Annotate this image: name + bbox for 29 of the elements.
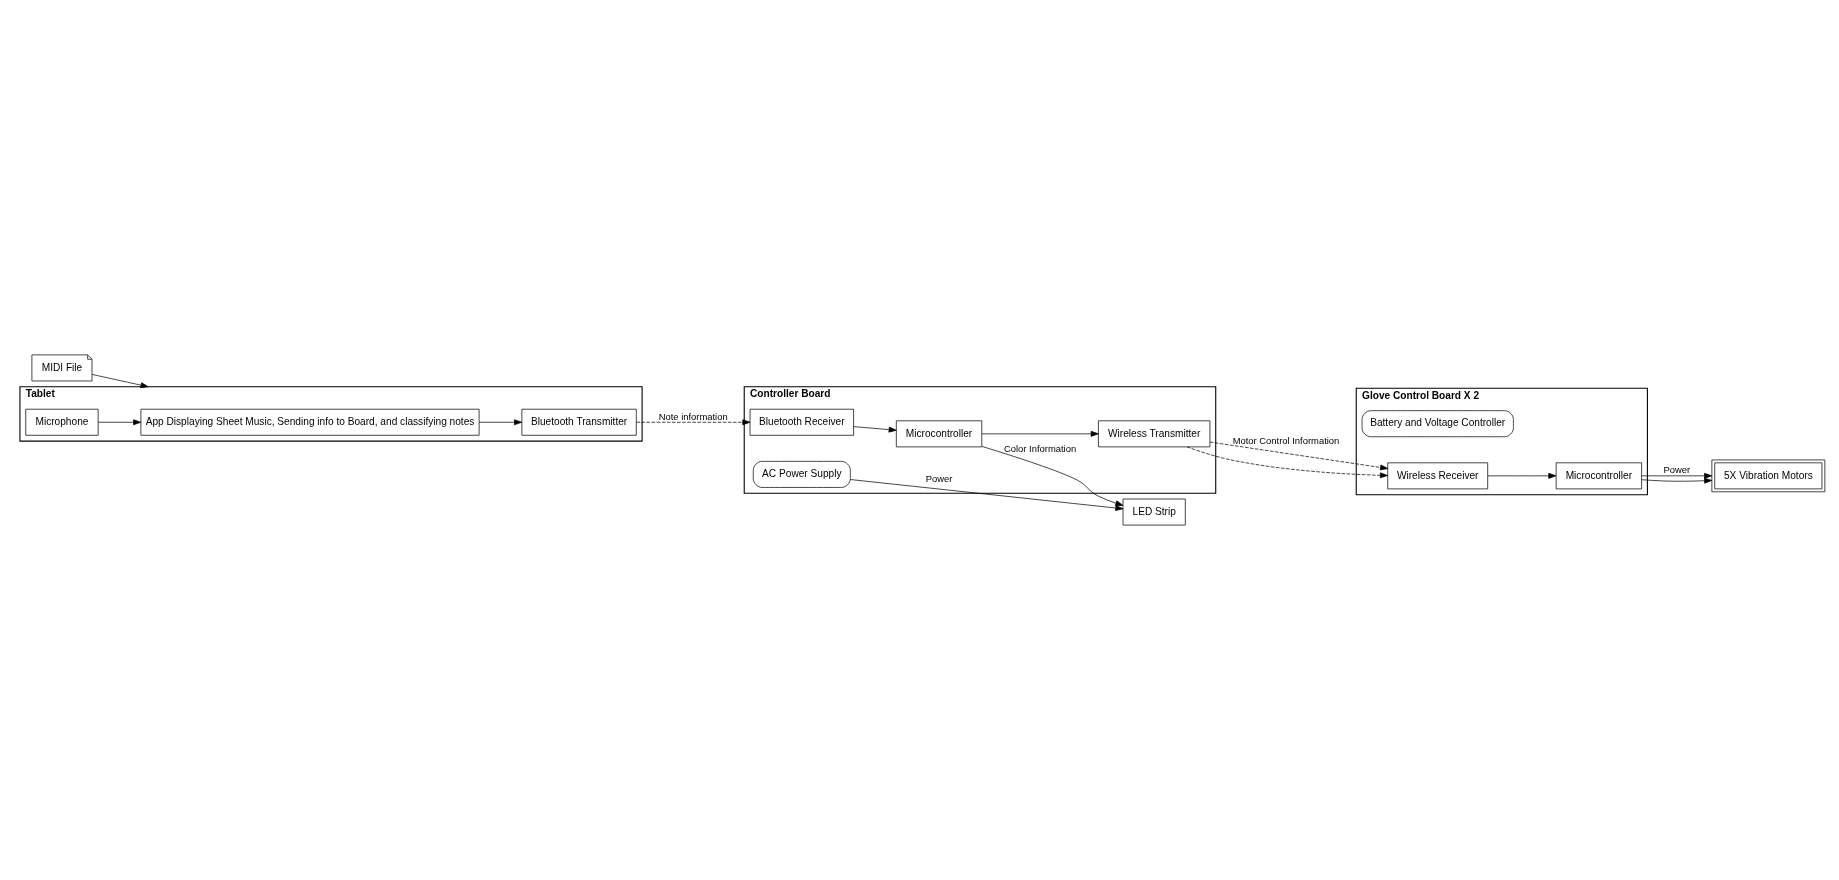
node-box: Bluetooth Receiver xyxy=(749,408,854,436)
arrow xyxy=(1487,472,1557,479)
node-box: Bluetooth Transmitter xyxy=(521,408,637,436)
arrow xyxy=(91,374,149,389)
node-box: LED Strip xyxy=(1122,498,1186,526)
arrow xyxy=(853,426,897,433)
arrow xyxy=(1641,477,1713,484)
arrow xyxy=(850,479,1124,511)
node-box: App Displaying Sheet Music, Sending info to Board, and classifying notes xyxy=(140,408,480,436)
arrow xyxy=(97,419,142,426)
arrow xyxy=(636,419,751,426)
node-box: AC Power Supply xyxy=(752,461,851,488)
edge-label: Note information xyxy=(658,410,728,422)
arrow xyxy=(1186,446,1388,479)
edge-label: Color Information xyxy=(1004,442,1077,454)
arrow xyxy=(1641,472,1713,479)
node-box: Wireless Receiver xyxy=(1387,462,1489,490)
arrow xyxy=(1209,441,1389,471)
node-box: Wireless Transmitter xyxy=(1098,420,1211,448)
node-box: Microcontroller xyxy=(1555,462,1642,490)
edge-label: Power xyxy=(1663,464,1691,476)
node-box: Battery and Voltage Controller xyxy=(1361,410,1514,438)
node-box: Microcontroller xyxy=(895,420,983,448)
edge-label: Motor Control Information xyxy=(1232,435,1340,447)
arrow xyxy=(981,446,1124,507)
node-box: Microphone xyxy=(25,408,99,436)
arrow xyxy=(478,419,523,426)
edge-label: Power xyxy=(925,472,953,484)
arrow xyxy=(981,430,1099,437)
